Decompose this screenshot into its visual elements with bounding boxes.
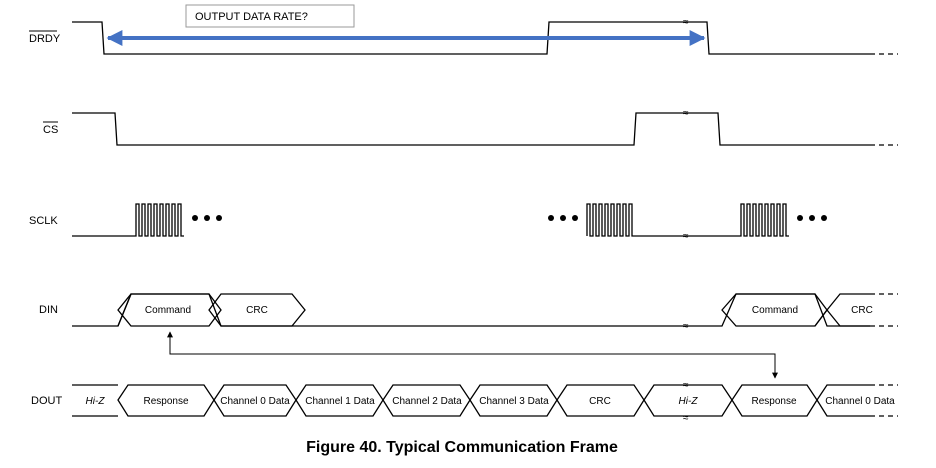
- dout-segment-hi-z: Hi-Z: [86, 396, 106, 407]
- ellipsis-dot: [548, 215, 554, 221]
- sclk-segment: [586, 203, 789, 237]
- dout-bus: ≈ ≈ Hi-Z Response Channel 0 Data Channel…: [72, 380, 898, 424]
- svg-text:≈: ≈: [683, 380, 689, 391]
- dout-segment-response: Response: [143, 396, 188, 407]
- ellipsis-dot: [216, 215, 222, 221]
- din-segment-command: Command: [145, 305, 191, 316]
- signal-label-drdy: DRDY: [29, 33, 61, 45]
- svg-text:≈: ≈: [683, 413, 689, 424]
- svg-text:≈: ≈: [683, 17, 689, 28]
- signal-label-cs: CS: [43, 124, 58, 136]
- signal-label-sclk: SCLK: [29, 215, 58, 227]
- ellipsis-dot: [572, 215, 578, 221]
- ellipsis-dot: [192, 215, 198, 221]
- ellipsis-dot: [797, 215, 803, 221]
- din-segment-crc: CRC: [246, 305, 268, 316]
- svg-text:≈: ≈: [683, 321, 689, 332]
- figure-caption: Figure 40. Typical Communication Frame: [306, 439, 618, 456]
- ellipsis-dot: [204, 215, 210, 221]
- din-segment-command: Command: [752, 305, 798, 316]
- ellipsis-dot: [821, 215, 827, 221]
- din-segment-crc: CRC: [851, 305, 873, 316]
- dout-segment-channel-2-data: Channel 2 Data: [392, 396, 462, 407]
- signal-label-din: DIN: [39, 304, 58, 316]
- signal-label-dout: DOUT: [31, 395, 62, 407]
- dout-segment-crc: CRC: [589, 396, 611, 407]
- output-data-rate-note: OUTPUT DATA RATE?: [185, 4, 355, 28]
- dout-segment-channel-0-data: Channel 0 Data: [825, 396, 895, 407]
- dout-segment-channel-1-data: Channel 1 Data: [305, 396, 375, 407]
- command-response-arrow: [167, 331, 778, 379]
- svg-text:≈: ≈: [683, 108, 689, 119]
- ellipsis-dot: [809, 215, 815, 221]
- note-text: OUTPUT DATA RATE?: [195, 11, 308, 23]
- cs-waveform: ≈: [72, 108, 898, 146]
- dout-segment-hi-z: Hi-Z: [679, 396, 699, 407]
- ellipsis-dot: [560, 215, 566, 221]
- din-bus: ≈ Command CRC Command CRC: [72, 293, 898, 332]
- dout-segment-channel-3-data: Channel 3 Data: [479, 396, 549, 407]
- dout-segment-channel-0-data: Channel 0 Data: [220, 396, 290, 407]
- dout-segment-response: Response: [751, 396, 796, 407]
